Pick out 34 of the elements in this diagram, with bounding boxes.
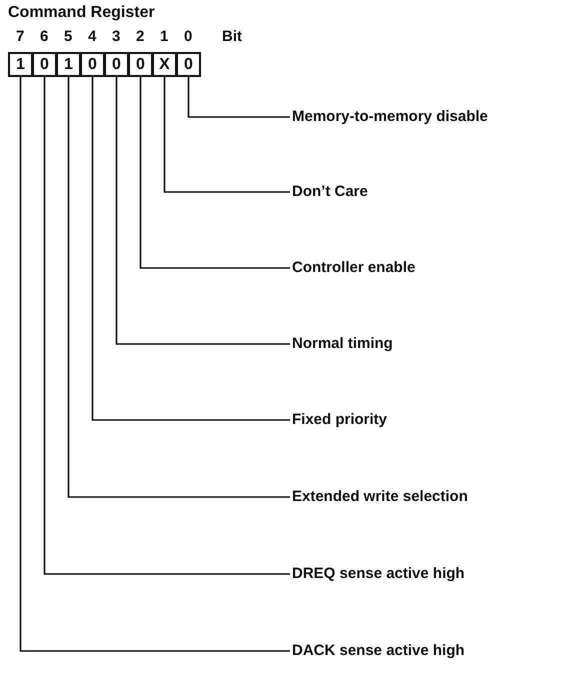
- leader-line: [92, 77, 290, 421]
- bit-number: 6: [40, 28, 48, 46]
- leader-line: [164, 77, 290, 193]
- bit-cell: 0: [176, 52, 201, 77]
- leader-line: [188, 77, 290, 118]
- bit-number: 1: [160, 28, 168, 46]
- leader-line: [20, 77, 290, 652]
- bit-number: 4: [88, 28, 96, 46]
- bit-number: 5: [64, 28, 72, 46]
- leader-line: [140, 77, 290, 269]
- leader-line: [68, 77, 290, 498]
- bit-number: 7: [16, 28, 24, 46]
- bit-description: Normal timing: [292, 335, 393, 353]
- bit-description: Controller enable: [292, 259, 416, 277]
- bit-cell: X: [152, 52, 177, 77]
- bit-cell: 1: [56, 52, 81, 77]
- bit-cell: 0: [32, 52, 57, 77]
- bit-description: DREQ sense active high: [292, 565, 465, 583]
- bit-number: 3: [112, 28, 120, 46]
- bit-description: Fixed priority: [292, 411, 388, 429]
- bit-cell: 0: [80, 52, 105, 77]
- bit-description: Don’t Care: [292, 183, 368, 201]
- bit-cell: 0: [104, 52, 129, 77]
- bit-description: Memory-to-memory disable: [292, 108, 488, 126]
- bit-description: DACK sense active high: [292, 642, 465, 660]
- register-title: Command Register: [8, 4, 155, 22]
- bit-number: 0: [184, 28, 192, 46]
- leader-line: [44, 77, 290, 575]
- bit-cell: 1: [8, 52, 33, 77]
- bit-description: Extended write selection: [292, 488, 468, 506]
- leader-line: [116, 77, 290, 345]
- bit-number: 2: [136, 28, 144, 46]
- column-header: Bit: [222, 28, 242, 46]
- bit-cell: 0: [128, 52, 153, 77]
